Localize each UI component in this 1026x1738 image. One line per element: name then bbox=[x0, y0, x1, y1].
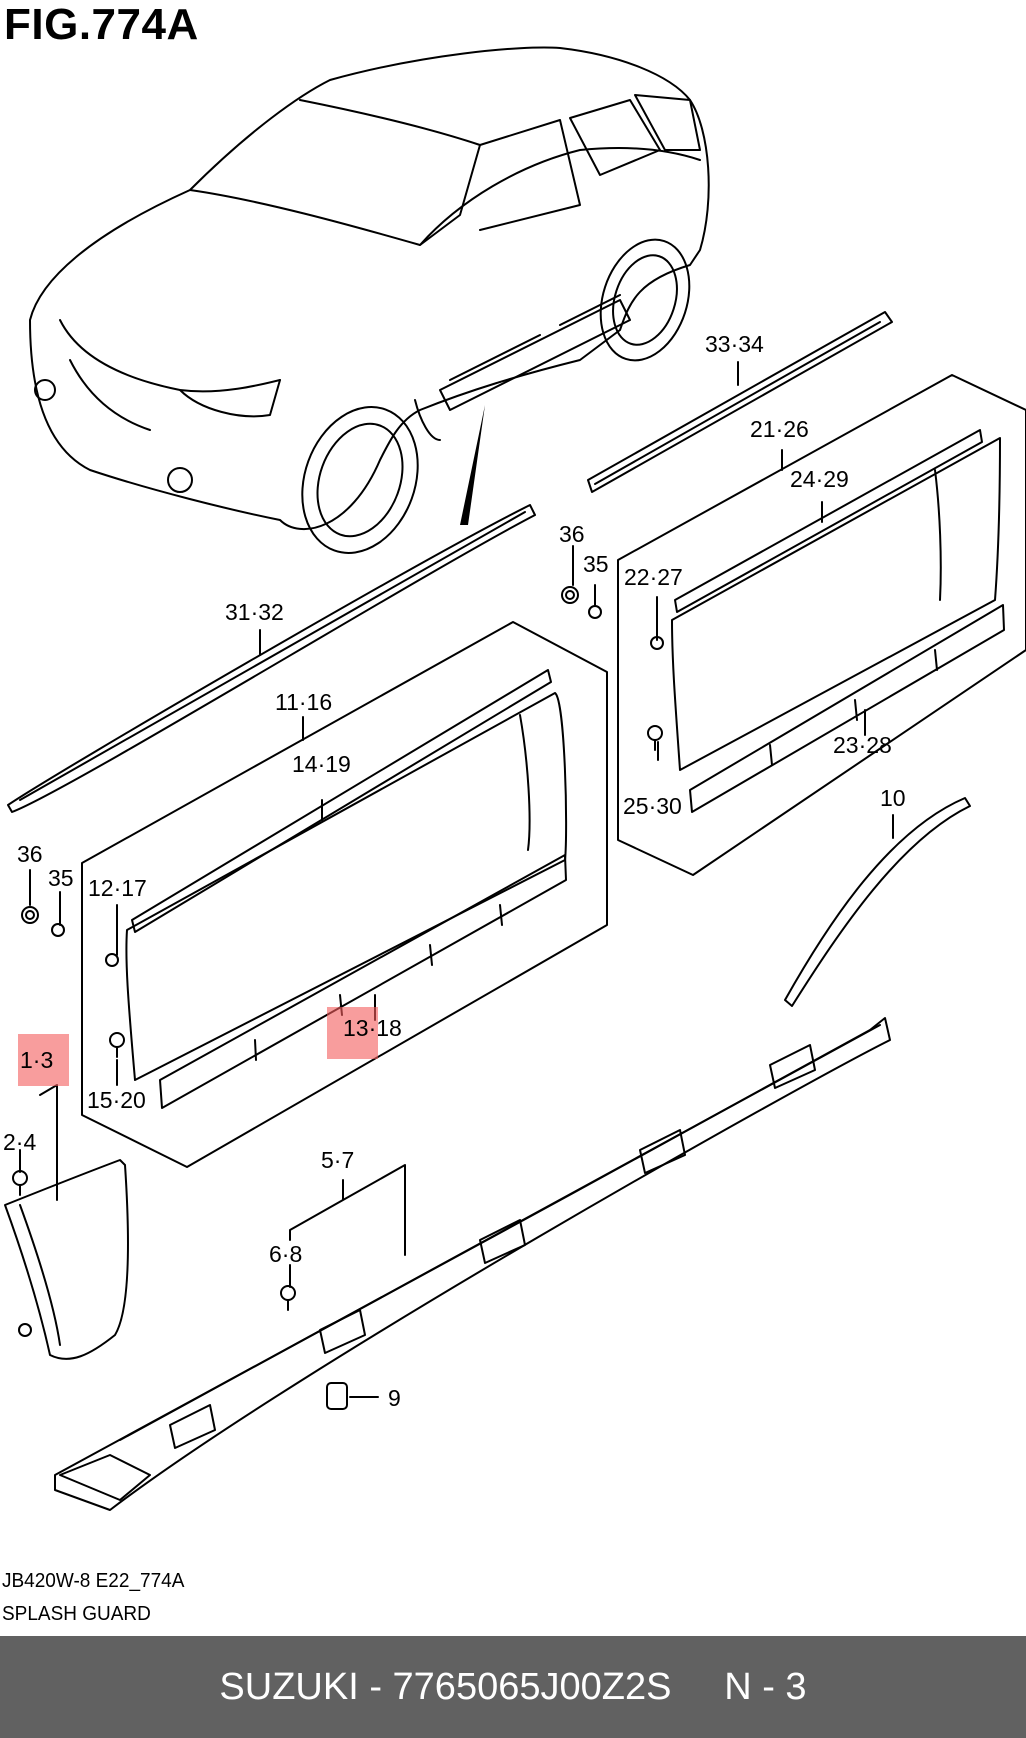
callout-21-26: 21·26 bbox=[750, 416, 809, 442]
callout-35-rear: 35 bbox=[583, 551, 609, 577]
callout-12-17: 12·17 bbox=[88, 875, 147, 901]
callout-35-front: 35 bbox=[48, 865, 74, 891]
callout-5-7: 5·7 bbox=[321, 1147, 354, 1173]
callout-10: 10 bbox=[880, 785, 906, 811]
callout-33-34: 33·34 bbox=[705, 331, 764, 357]
callout-2-4: 2·4 bbox=[3, 1129, 36, 1155]
callout-1-3: 1·3 bbox=[20, 1047, 53, 1073]
callout-13-18: 13·18 bbox=[343, 1015, 402, 1041]
vehicle-drawing bbox=[29, 46, 710, 554]
side-molding-strip-rear bbox=[587, 311, 893, 493]
parts-diagram: 33·34 21·26 24·29 36 35 22·27 31·32 11·1… bbox=[3, 46, 1026, 1511]
side-molding-strip-front bbox=[7, 504, 536, 813]
splash-guard bbox=[4, 1159, 129, 1360]
figure-title: FIG.774A bbox=[4, 0, 199, 49]
callout-9: 9 bbox=[388, 1385, 401, 1411]
callout-highlight-13-18 bbox=[327, 1007, 378, 1059]
callout-6-8: 6·8 bbox=[269, 1241, 302, 1267]
callout-highlight-1-3 bbox=[18, 1034, 69, 1086]
callout-14-19: 14·19 bbox=[292, 751, 351, 777]
weatherstrip bbox=[784, 797, 971, 1007]
callout-24-29: 24·29 bbox=[790, 466, 849, 492]
callout-36-front: 36 bbox=[17, 841, 43, 867]
part-number-text: SUZUKI - 7765065J00Z2S N - 3 bbox=[219, 1666, 807, 1708]
rear-door-panel-box bbox=[617, 374, 1026, 876]
side-sill bbox=[54, 1017, 891, 1511]
callout-23-28: 23·28 bbox=[833, 732, 892, 758]
front-door-panel-box bbox=[81, 621, 608, 1168]
callout-22-27: 22·27 bbox=[624, 564, 683, 590]
callout-15-20: 15·20 bbox=[87, 1087, 146, 1113]
callout-11-16: 11·16 bbox=[275, 689, 332, 715]
callout-36-rear: 36 bbox=[559, 521, 585, 547]
callout-31-32: 31·32 bbox=[225, 599, 284, 625]
diagram-code: JB420W-8 E22_774A bbox=[2, 1570, 185, 1592]
callout-25-30: 25·30 bbox=[623, 793, 682, 819]
diagram-name: SPLASH GUARD bbox=[2, 1603, 151, 1625]
part-info-bar: SUZUKI - 7765065J00Z2S N - 3 bbox=[0, 1636, 1026, 1738]
